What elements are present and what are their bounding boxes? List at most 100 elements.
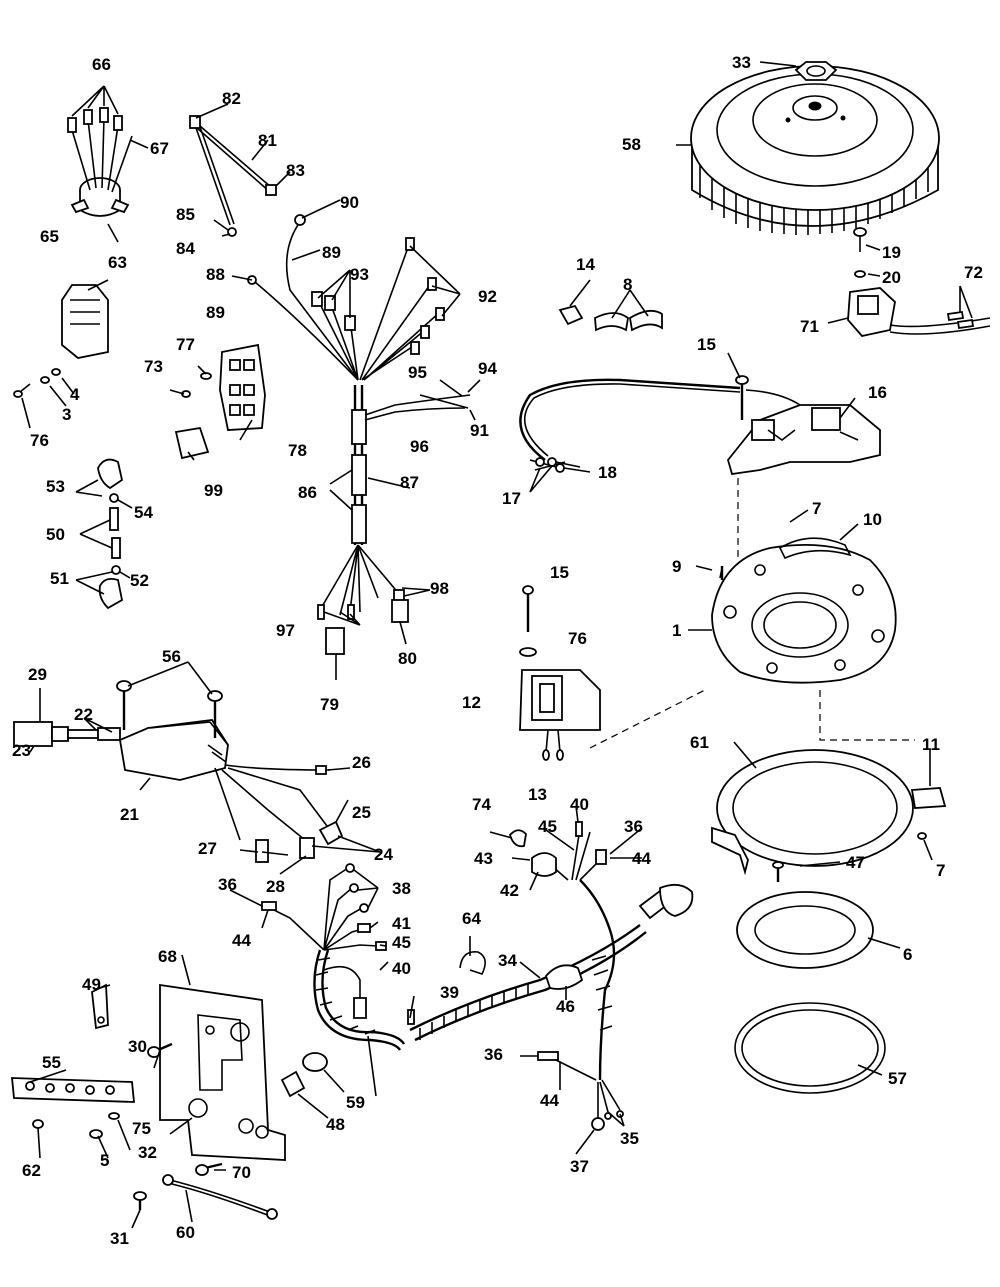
washer-76b: [519, 647, 537, 657]
callout-68: 68: [158, 947, 177, 966]
callout-18: 18: [598, 463, 617, 482]
harness-terminals: [247, 214, 445, 655]
callout-87: 87: [400, 473, 419, 492]
boot-53: [97, 458, 124, 490]
spring-50a: [109, 507, 119, 531]
callout-5: 5: [100, 1151, 109, 1170]
callout-49: 49: [82, 975, 101, 994]
callout-15b: 15: [550, 563, 569, 582]
mounting-plate: [711, 749, 914, 876]
washer-20: [854, 270, 866, 278]
terminal-block: [219, 343, 266, 431]
callout-80: 80: [398, 649, 417, 668]
callout-34: 34: [498, 951, 517, 970]
callout-72: 72: [964, 263, 983, 282]
callout-40b: 40: [392, 959, 411, 978]
lock-ring: [734, 1002, 886, 1094]
bolt-56a: [116, 680, 132, 730]
callout-76a: 76: [30, 431, 49, 450]
callout-95: 95: [408, 363, 427, 382]
callout-88: 88: [206, 265, 225, 284]
callout-33: 33: [732, 53, 751, 72]
ground-strap: [162, 1174, 278, 1220]
starter-solenoid: [70, 177, 130, 217]
callout-60: 60: [176, 1223, 195, 1242]
flywheel-nut: [794, 61, 838, 81]
callout-9: 9: [672, 557, 681, 576]
screw-30: [147, 1042, 173, 1058]
spring-50b: [111, 537, 121, 559]
ground-lead: [189, 115, 277, 237]
engine-harness: [409, 879, 694, 1081]
callout-76b: 76: [568, 629, 587, 648]
spacer-11: [910, 787, 947, 809]
callout-39: 39: [440, 983, 459, 1002]
callout-46: 46: [556, 997, 575, 1016]
terminal-14: [558, 304, 584, 326]
screw-31: [133, 1191, 147, 1210]
callout-92: 92: [478, 287, 497, 306]
callout-74: 74: [472, 795, 491, 814]
callout-14: 14: [576, 255, 595, 274]
callout-48: 48: [326, 1115, 345, 1134]
callout-96: 96: [410, 437, 429, 456]
callout-63: 63: [108, 253, 127, 272]
sleeve-8b: [629, 309, 663, 332]
callout-22: 22: [74, 705, 93, 724]
ignition-coil: [519, 669, 601, 761]
callout-56: 56: [162, 647, 181, 666]
callout-3: 3: [62, 405, 71, 424]
callout-30: 30: [128, 1037, 147, 1056]
callout-97: 97: [276, 621, 295, 640]
left-harness: [261, 863, 415, 1051]
callout-67: 67: [150, 139, 169, 158]
terminal-strip: [11, 1077, 135, 1103]
flywheel: [690, 65, 940, 235]
rectifier: [61, 284, 109, 359]
callout-83: 83: [286, 161, 305, 180]
sleeve-8a: [594, 312, 629, 332]
callout-79: 79: [320, 695, 339, 714]
callout-15a: 15: [697, 335, 716, 354]
callout-7b: 7: [936, 861, 945, 880]
callout-21: 21: [120, 805, 139, 824]
callout-10: 10: [863, 510, 882, 529]
clip-64: [459, 951, 486, 975]
connector-42: [531, 852, 557, 877]
callout-44b: 44: [632, 849, 651, 868]
screw-70: [195, 1162, 223, 1176]
callout-40a: 40: [570, 795, 589, 814]
callout-23: 23: [12, 741, 31, 760]
timer-base-assembly: [727, 389, 881, 476]
callout-28: 28: [266, 877, 285, 896]
callout-8: 8: [623, 275, 632, 294]
callout-94: 94: [478, 359, 497, 378]
screw-62: [32, 1119, 44, 1129]
callout-85: 85: [176, 205, 195, 224]
callout-42: 42: [500, 881, 519, 900]
callout-19: 19: [882, 243, 901, 262]
boot-51: [98, 577, 124, 610]
callout-52: 52: [130, 571, 149, 590]
callout-1: 1: [672, 621, 681, 640]
callout-71: 71: [800, 317, 819, 336]
callout-62: 62: [22, 1161, 41, 1180]
screw-76: [13, 383, 31, 398]
callout-78: 78: [288, 441, 307, 460]
callout-55: 55: [42, 1053, 61, 1072]
callout-12: 12: [462, 693, 481, 712]
callout-58: 58: [622, 135, 641, 154]
callout-27: 27: [198, 839, 217, 858]
screw-15b: [522, 585, 534, 632]
sleeve-48: [280, 1070, 306, 1098]
timer-base-lead: [519, 378, 741, 461]
callout-32: 32: [138, 1143, 157, 1162]
cap-74: [508, 829, 527, 848]
callout-59: 59: [346, 1093, 365, 1112]
callout-75: 75: [132, 1119, 151, 1138]
callout-45b: 45: [392, 933, 411, 952]
callout-50: 50: [46, 525, 65, 544]
callout-35: 35: [620, 1129, 639, 1148]
